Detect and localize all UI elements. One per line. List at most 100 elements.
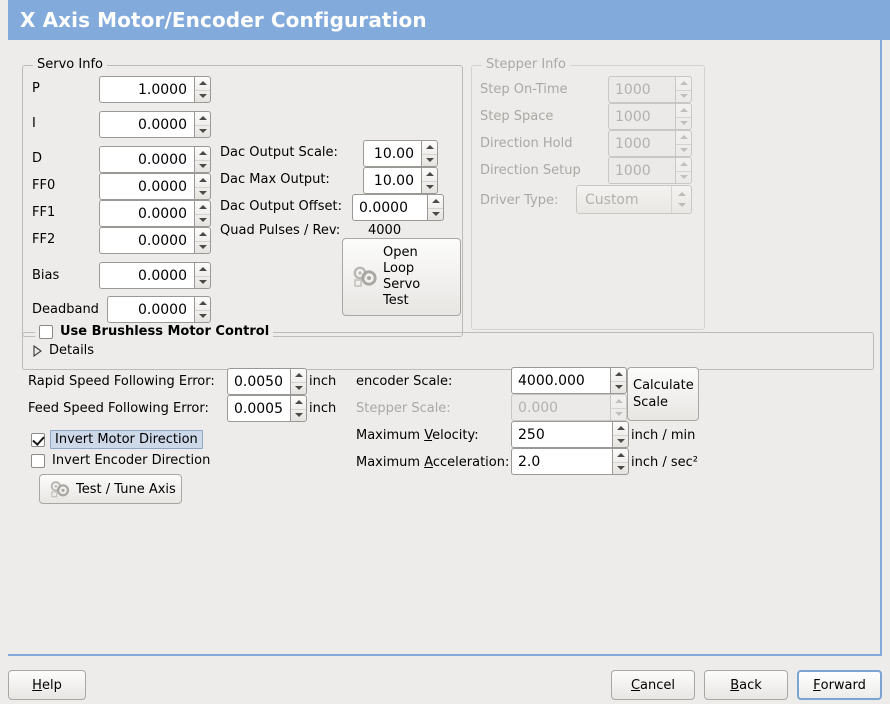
invert-encoder-direction-checkbox[interactable]: [31, 453, 45, 468]
spinner-icon[interactable]: [194, 76, 211, 103]
servo-input-bias[interactable]: [99, 262, 194, 289]
encoder-scale-label: encoder Scale:: [356, 374, 453, 389]
rapid-following-error-input[interactable]: [227, 368, 290, 395]
spinner-icon[interactable]: [194, 227, 211, 254]
spin-down-icon[interactable]: [195, 275, 210, 289]
spinner-icon[interactable]: [610, 367, 627, 394]
invert-motor-direction-row[interactable]: Invert Motor Direction: [31, 430, 203, 449]
spinner-icon[interactable]: [194, 111, 211, 138]
servo-spin-i[interactable]: [99, 111, 211, 138]
spinner-icon[interactable]: [421, 167, 438, 194]
spinner-icon[interactable]: [290, 368, 307, 395]
maximum-velocity-spin[interactable]: [511, 421, 629, 448]
servo-input-d[interactable]: [99, 146, 194, 173]
spin-down-icon[interactable]: [195, 159, 210, 173]
servo-input-deadband[interactable]: [107, 296, 194, 323]
dac-output-offset-spin[interactable]: [352, 194, 444, 221]
maximum-acceleration-input[interactable]: [511, 448, 612, 475]
invert-encoder-direction-row[interactable]: Invert Encoder Direction: [31, 453, 210, 468]
dac-output-scale-spin[interactable]: [363, 140, 438, 167]
servo-input-i[interactable]: [99, 111, 194, 138]
spinner-icon[interactable]: [290, 395, 307, 422]
spin-up-icon[interactable]: [613, 449, 628, 462]
dac-output-scale-input[interactable]: [363, 140, 421, 167]
spin-down-icon[interactable]: [611, 380, 626, 394]
spin-down-icon[interactable]: [195, 213, 210, 227]
calculate-scale-button[interactable]: Calculate Scale: [627, 367, 699, 421]
spinner-icon[interactable]: [194, 296, 211, 323]
spin-down-icon[interactable]: [195, 89, 210, 103]
spin-down-icon[interactable]: [195, 309, 210, 323]
dac-max-output-input[interactable]: [363, 167, 421, 194]
maximum-acceleration-spin[interactable]: [511, 448, 629, 475]
spinner-icon[interactable]: [194, 173, 211, 200]
spin-up-icon[interactable]: [291, 369, 306, 382]
invert-motor-direction-checkbox[interactable]: [31, 432, 45, 447]
spin-up-icon[interactable]: [195, 112, 210, 125]
spin-up-icon[interactable]: [428, 195, 443, 208]
spinner-icon[interactable]: [427, 194, 444, 221]
gears-icon: [349, 264, 379, 290]
spin-up-icon[interactable]: [613, 422, 628, 435]
spin-down-icon[interactable]: [422, 180, 437, 194]
spin-down-icon[interactable]: [613, 434, 628, 448]
spin-up-icon[interactable]: [195, 201, 210, 214]
servo-spin-ff0[interactable]: [99, 173, 211, 200]
spin-up-icon[interactable]: [422, 168, 437, 181]
servo-spin-p[interactable]: [99, 76, 211, 103]
spin-down-icon[interactable]: [291, 381, 306, 395]
servo-spin-d[interactable]: [99, 146, 211, 173]
spinner-icon[interactable]: [194, 200, 211, 227]
spin-down-icon[interactable]: [195, 240, 210, 254]
encoder-scale-spin[interactable]: [511, 367, 627, 394]
servo-input-ff0[interactable]: [99, 173, 194, 200]
feed-following-error-spin[interactable]: [227, 395, 307, 422]
servo-spin-deadband[interactable]: [107, 296, 211, 323]
spin-down-icon[interactable]: [613, 461, 628, 475]
spin-up-icon[interactable]: [195, 297, 210, 310]
feed-following-error-input[interactable]: [227, 395, 290, 422]
maximum-velocity-input[interactable]: [511, 421, 612, 448]
content-panel: Servo Info P I D FF0 FF1 FF2 Bias Deadba…: [8, 40, 882, 656]
dac-max-output-spin[interactable]: [363, 167, 438, 194]
servo-spin-bias[interactable]: [99, 262, 211, 289]
spin-up-icon[interactable]: [611, 368, 626, 381]
encoder-scale-input[interactable]: [511, 367, 610, 394]
servo-input-p[interactable]: [99, 76, 194, 103]
spin-down-icon[interactable]: [422, 153, 437, 167]
servo-spin-ff1[interactable]: [99, 200, 211, 227]
spin-up-icon[interactable]: [195, 263, 210, 276]
open-loop-servo-test-button[interactable]: Open Loop Servo Test: [342, 238, 461, 316]
direction-hold-label: Direction Hold: [480, 136, 573, 151]
spin-up-icon[interactable]: [195, 147, 210, 160]
chevron-right-icon[interactable]: [32, 344, 42, 357]
spin-up-icon[interactable]: [195, 77, 210, 90]
window-title-bar: X Axis Motor/Encoder Configuration: [8, 0, 890, 40]
test-tune-axis-button[interactable]: Test / Tune Axis: [39, 474, 182, 504]
dac-output-offset-input[interactable]: [352, 194, 427, 221]
use-brushless-checkbox[interactable]: [39, 324, 53, 339]
spinner-icon[interactable]: [421, 140, 438, 167]
servo-spin-ff2[interactable]: [99, 227, 211, 254]
spinner-icon[interactable]: [194, 146, 211, 173]
spin-up-icon[interactable]: [291, 396, 306, 409]
servo-input-ff2[interactable]: [99, 227, 194, 254]
spin-down-icon[interactable]: [428, 207, 443, 221]
spin-down-icon[interactable]: [195, 124, 210, 138]
spin-up-icon[interactable]: [195, 228, 210, 241]
spinner-icon[interactable]: [194, 262, 211, 289]
spinner-icon[interactable]: [612, 448, 629, 475]
spinner-icon[interactable]: [612, 421, 629, 448]
details-expander[interactable]: Details: [32, 343, 94, 358]
spin-down-icon[interactable]: [195, 186, 210, 200]
use-brushless-motor-control-row[interactable]: Use Brushless Motor Control: [35, 324, 274, 339]
rapid-following-error-spin[interactable]: [227, 368, 307, 395]
spin-up-icon[interactable]: [422, 141, 437, 154]
spin-up-icon[interactable]: [195, 174, 210, 187]
spin-down-icon[interactable]: [291, 408, 306, 422]
servo-input-ff1[interactable]: [99, 200, 194, 227]
